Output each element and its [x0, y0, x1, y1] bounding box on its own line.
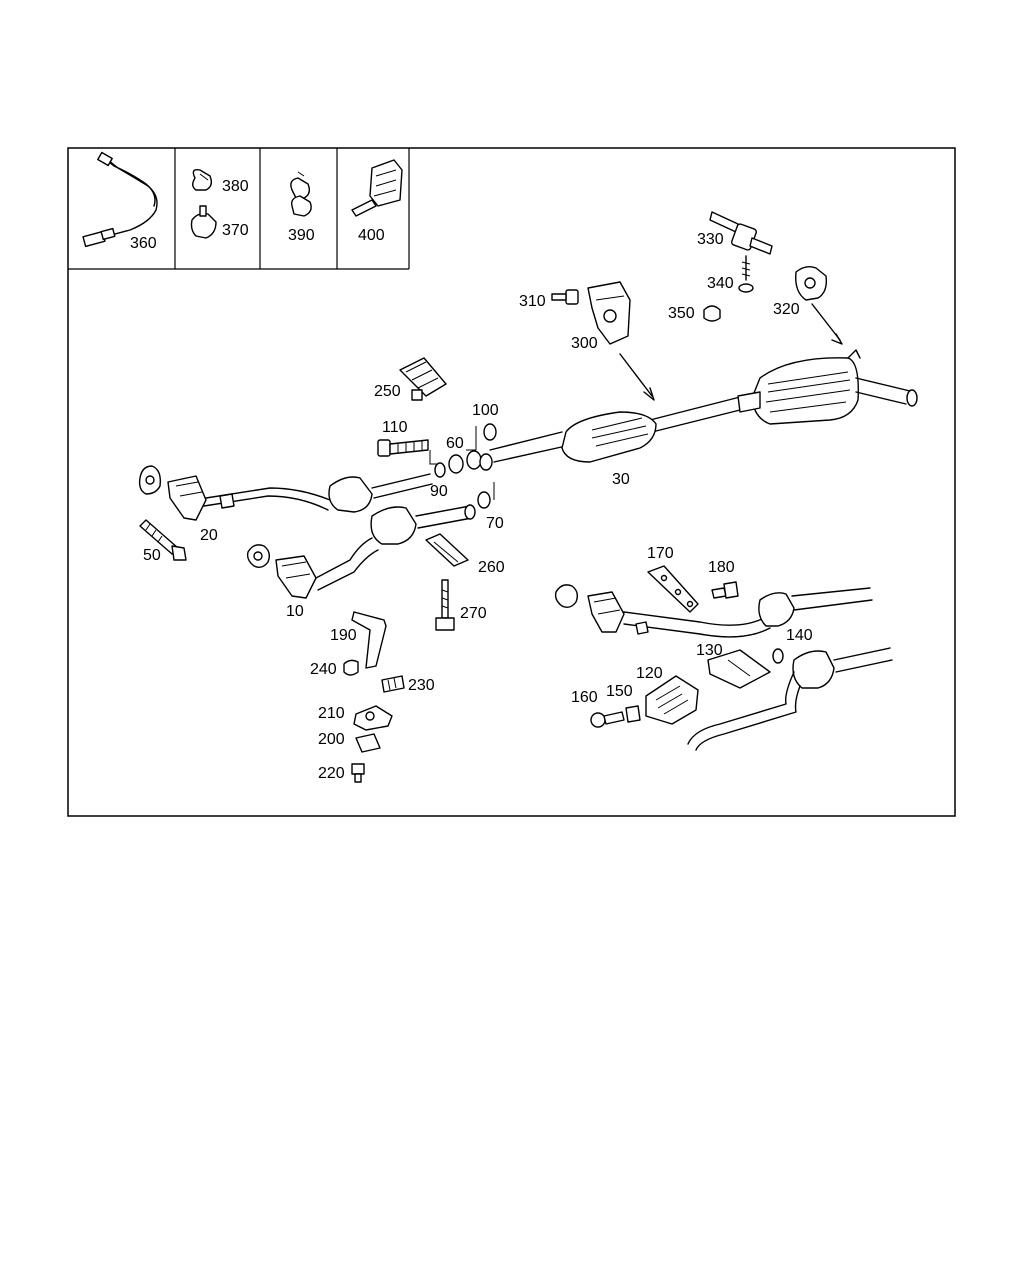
callout-230: 230	[408, 677, 435, 694]
callout-140: 140	[786, 627, 813, 644]
callout-250: 250	[374, 383, 401, 400]
callout-240: 240	[310, 661, 337, 678]
bolt-part-180	[711, 581, 739, 599]
hardware-group-190-220	[343, 611, 405, 783]
callout-300: 300	[571, 335, 598, 352]
callout-310: 310	[519, 293, 546, 310]
clip-parts-380-370	[190, 168, 217, 239]
callout-50: 50	[143, 547, 161, 564]
callout-350: 350	[668, 305, 695, 322]
callout-360: 360	[130, 235, 157, 252]
rear-muffler-part	[751, 349, 918, 425]
callout-200: 200	[318, 731, 345, 748]
callout-320: 320	[773, 301, 800, 318]
clip-part-390	[290, 171, 312, 217]
callout-20: 20	[200, 527, 218, 544]
bolt-part-50	[139, 519, 187, 561]
bracket-part-170	[647, 565, 699, 613]
bolt-part-270	[435, 579, 455, 631]
center-muffler-part-30	[489, 391, 761, 463]
callout-150: 150	[606, 683, 633, 700]
front-pipe-part-20	[138, 465, 433, 521]
callout-110: 110	[382, 419, 408, 436]
callout-370: 370	[222, 222, 249, 239]
callout-340: 340	[707, 275, 734, 292]
callout-190: 190	[330, 627, 357, 644]
callout-330: 330	[697, 231, 724, 248]
callout-60: 60	[446, 435, 464, 452]
callout-120: 120	[636, 665, 663, 682]
front-pipe-part-10	[246, 504, 476, 599]
callout-10: 10	[286, 603, 304, 620]
callout-160: 160	[571, 689, 598, 706]
alt-front-pipe-assembly	[554, 584, 873, 638]
bracket-part-400	[351, 159, 403, 217]
callout-100: 100	[472, 402, 499, 419]
bolt-part-110	[377, 439, 429, 457]
callout-270: 270	[460, 605, 487, 622]
rubber-mount-assembly	[703, 211, 843, 345]
callout-390: 390	[288, 227, 315, 244]
diagram-frame	[67, 147, 956, 817]
exhaust-hanger-300	[551, 281, 655, 401]
callout-180: 180	[708, 559, 735, 576]
callout-220: 220	[318, 765, 345, 782]
callout-130: 130	[696, 642, 723, 659]
alt-rear-pipe-assembly	[590, 647, 893, 751]
callout-210: 210	[318, 705, 345, 722]
callout-70: 70	[486, 515, 504, 532]
callout-90: 90	[430, 483, 448, 500]
callout-170: 170	[647, 545, 674, 562]
callout-260: 260	[478, 559, 505, 576]
bracket-part-250	[399, 357, 447, 401]
callout-labels: 360 380 370 390 400 330 340 350 320 310 …	[130, 178, 813, 782]
callout-380: 380	[222, 178, 249, 195]
oxygen-sensor-part	[82, 151, 158, 248]
gasket-rings	[429, 423, 497, 509]
callout-30: 30	[612, 471, 630, 488]
bracket-part-260	[425, 533, 469, 567]
callout-400: 400	[358, 227, 385, 244]
